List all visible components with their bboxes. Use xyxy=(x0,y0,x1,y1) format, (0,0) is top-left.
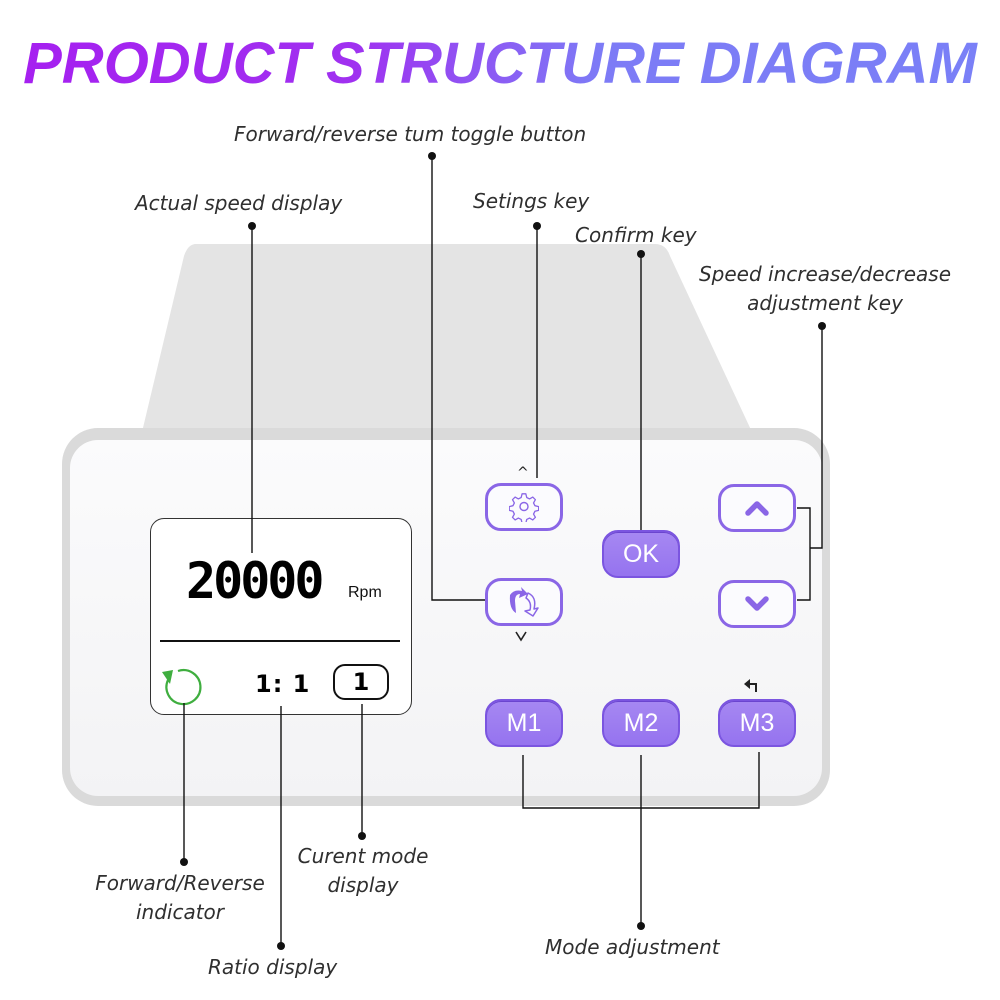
gear-icon xyxy=(509,493,539,522)
settings-key[interactable] xyxy=(485,483,563,531)
callout-ratio-display: Ratio display xyxy=(208,955,338,979)
chevron-down-icon xyxy=(745,596,769,611)
callout-confirm-key: Confirm key xyxy=(575,223,697,247)
mode-key-m3[interactable]: M3 xyxy=(718,699,796,747)
lcd-divider xyxy=(160,640,400,642)
callout-current-mode-display: Curent mode display xyxy=(288,842,438,900)
callout-direction-indicator-line1: Forward/Reverse xyxy=(95,871,265,895)
current-mode-display: 1 xyxy=(333,664,389,700)
m2-label: M2 xyxy=(623,708,659,737)
reverse-arrows-icon xyxy=(509,587,539,617)
speed-decrease-key[interactable] xyxy=(718,580,796,628)
mode-key-m2[interactable]: M2 xyxy=(602,699,680,747)
speed-unit: Rpm xyxy=(348,584,382,601)
mode-key-m1[interactable]: M1 xyxy=(485,699,563,747)
callout-mode-adjustment: Mode adjustment xyxy=(545,935,720,959)
confirm-ok-key[interactable]: OK xyxy=(602,530,680,578)
m3-label: M3 xyxy=(739,708,775,737)
ratio-display: 1: 1 xyxy=(255,670,311,698)
ok-key-label: OK xyxy=(622,539,660,568)
callout-direction-indicator: Forward/Reverse indicator xyxy=(80,869,280,927)
chevron-up-icon xyxy=(745,501,769,516)
forward-reverse-toggle-key[interactable] xyxy=(485,578,563,626)
callout-speed-adjust-key: Speed increase/decrease adjustment key xyxy=(680,260,970,318)
callout-current-mode-line2: display xyxy=(327,873,399,897)
speed-value: 20000 xyxy=(186,552,325,610)
up-caret-mark: ^ xyxy=(517,465,529,481)
callout-speed-adjust-line1: Speed increase/decrease xyxy=(698,262,952,286)
page-title: PRODUCT STRUCTURE DIAGRAM xyxy=(0,28,1000,100)
callout-settings-key: Setings key xyxy=(473,189,590,213)
callout-speed-adjust-line2: adjustment key xyxy=(747,291,903,315)
callout-forward-reverse-toggle: Forward/reverse tum toggle button xyxy=(234,122,587,146)
callout-actual-speed-display: Actual speed display xyxy=(135,191,343,215)
m1-label: M1 xyxy=(506,708,542,737)
callout-current-mode-line1: Curent mode xyxy=(297,844,429,868)
callout-direction-indicator-line2: indicator xyxy=(135,900,225,924)
current-mode-value: 1 xyxy=(352,668,370,696)
speed-increase-key[interactable] xyxy=(718,484,796,532)
